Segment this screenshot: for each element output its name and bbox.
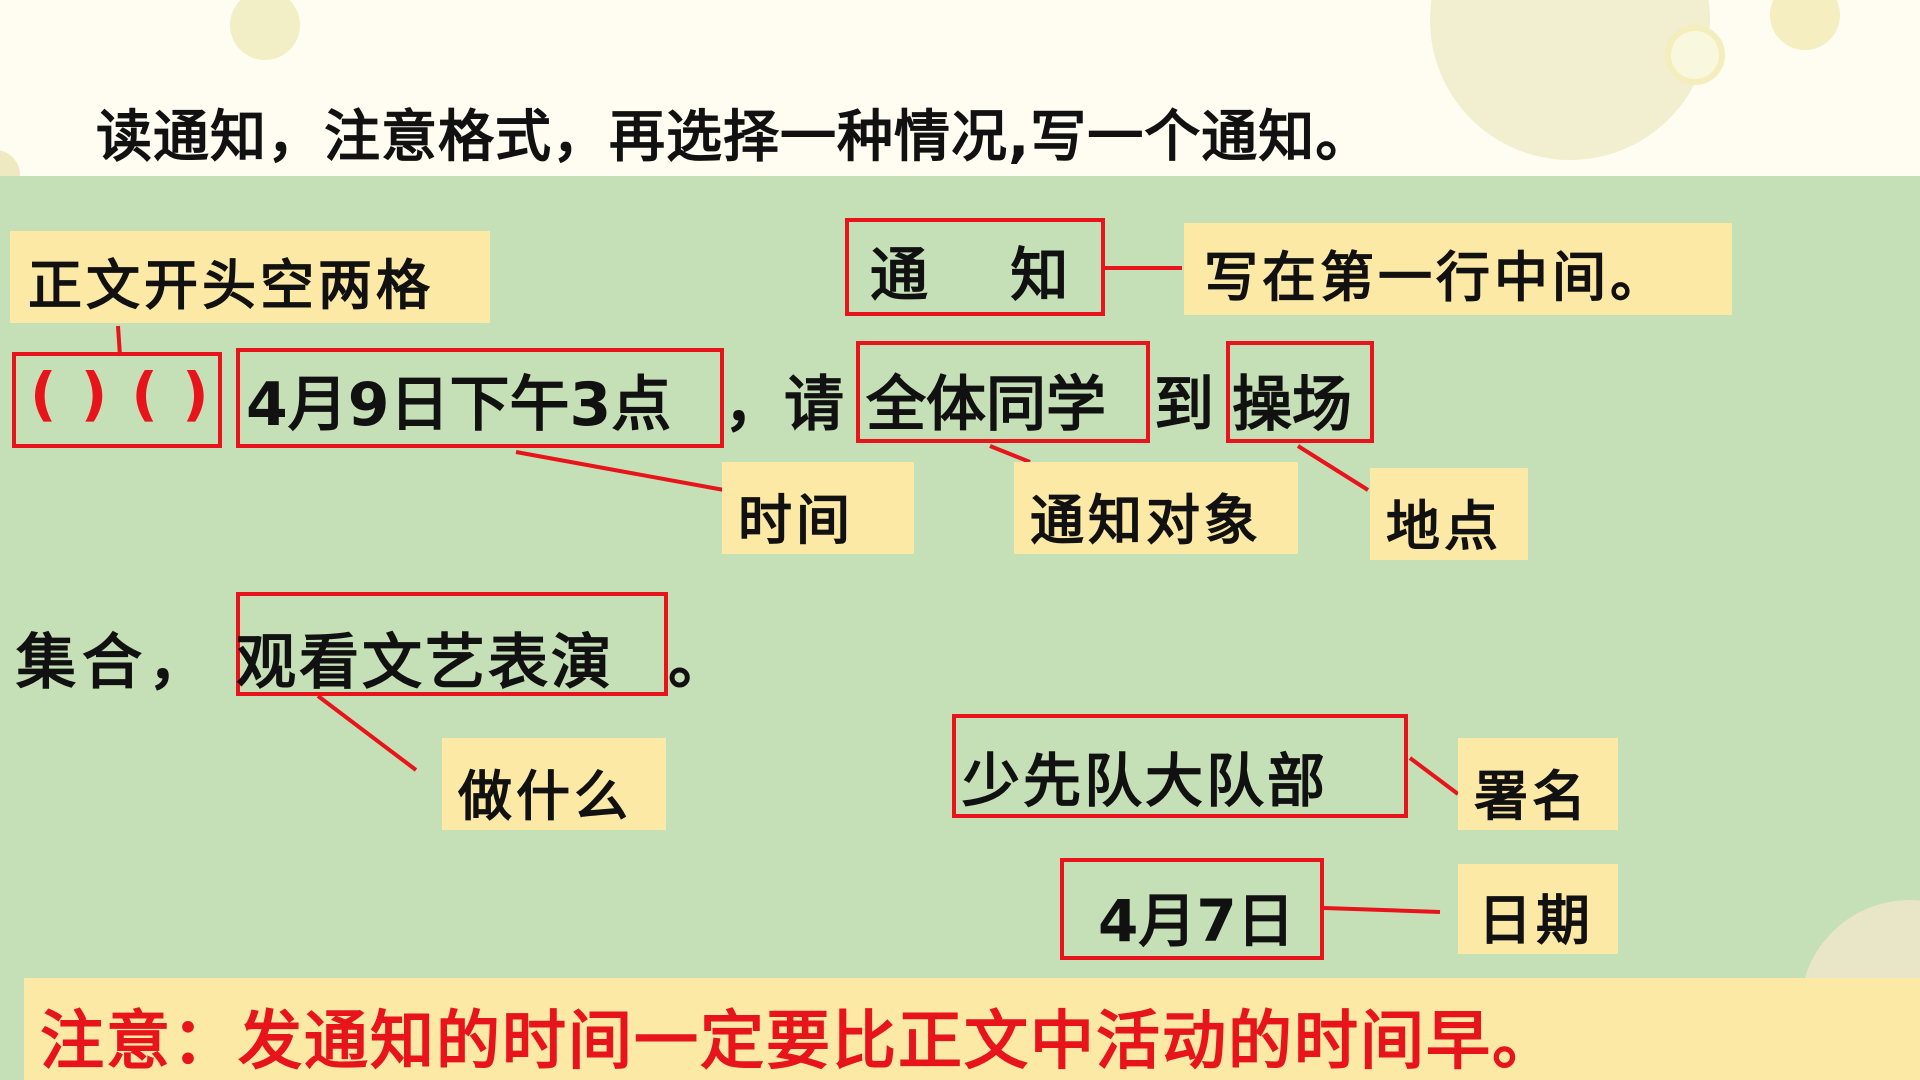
- audience-box: [856, 341, 1150, 443]
- notice-activity: 观看文艺表演: [236, 628, 614, 698]
- time-box: [236, 348, 724, 448]
- notice-to: 到: [1154, 370, 1214, 440]
- notice-title: 通 知: [870, 241, 1083, 309]
- place-box: [1226, 341, 1374, 443]
- activity-box: [236, 592, 668, 696]
- date-box: [1060, 858, 1324, 960]
- instruction-heading: 读通知，注意格式，再选择一种情况,写一个通知。: [96, 105, 1373, 170]
- label-indent-hint: 正文开头空两格: [10, 231, 490, 323]
- note-text: 注意：发通知的时间一定要比正文中活动的时间早。: [40, 1004, 1558, 1079]
- notice-audience: 全体同学: [866, 370, 1106, 440]
- note-bar: [24, 978, 1920, 1080]
- label-activity: 做什么: [442, 738, 666, 830]
- notice-signature: 少先队大队部: [962, 747, 1329, 815]
- decorative-circle: [1770, 0, 1840, 50]
- notice-gather: 集合，: [16, 628, 214, 698]
- label-first-line-hint: 写在第一行中间。: [1184, 223, 1732, 315]
- label-audience: 通知对象: [1014, 462, 1298, 554]
- notice-date: 4月7日: [1098, 887, 1295, 955]
- notice-period: 。: [668, 628, 728, 698]
- label-first-line-hint-text: 写在第一行中间。: [1204, 245, 1668, 309]
- label-audience-text: 通知对象: [1030, 488, 1262, 552]
- notice-comma-please: ，请: [724, 370, 844, 440]
- indent-marks: ( ) ( ): [30, 360, 211, 428]
- label-time-text: 时间: [738, 488, 854, 552]
- notice-place: 操场: [1232, 370, 1352, 440]
- label-place: 地点: [1370, 468, 1528, 560]
- label-place-text: 地点: [1386, 494, 1502, 558]
- label-date-text: 日期: [1478, 888, 1594, 952]
- label-date: 日期: [1458, 864, 1618, 954]
- label-indent-hint-text: 正文开头空两格: [28, 253, 434, 317]
- label-activity-text: 做什么: [458, 764, 632, 828]
- label-signature: 署名: [1458, 738, 1618, 830]
- signature-box: [952, 714, 1408, 818]
- decorative-circle: [1430, 0, 1710, 160]
- decorative-circle: [230, 0, 300, 60]
- notice-time: 4月9日下午3点: [246, 370, 672, 440]
- indent-box: [12, 352, 222, 448]
- label-signature-text: 署名: [1474, 764, 1590, 828]
- decorative-ring: [1665, 25, 1725, 85]
- title-box: [845, 218, 1105, 316]
- label-time: 时间: [722, 462, 914, 554]
